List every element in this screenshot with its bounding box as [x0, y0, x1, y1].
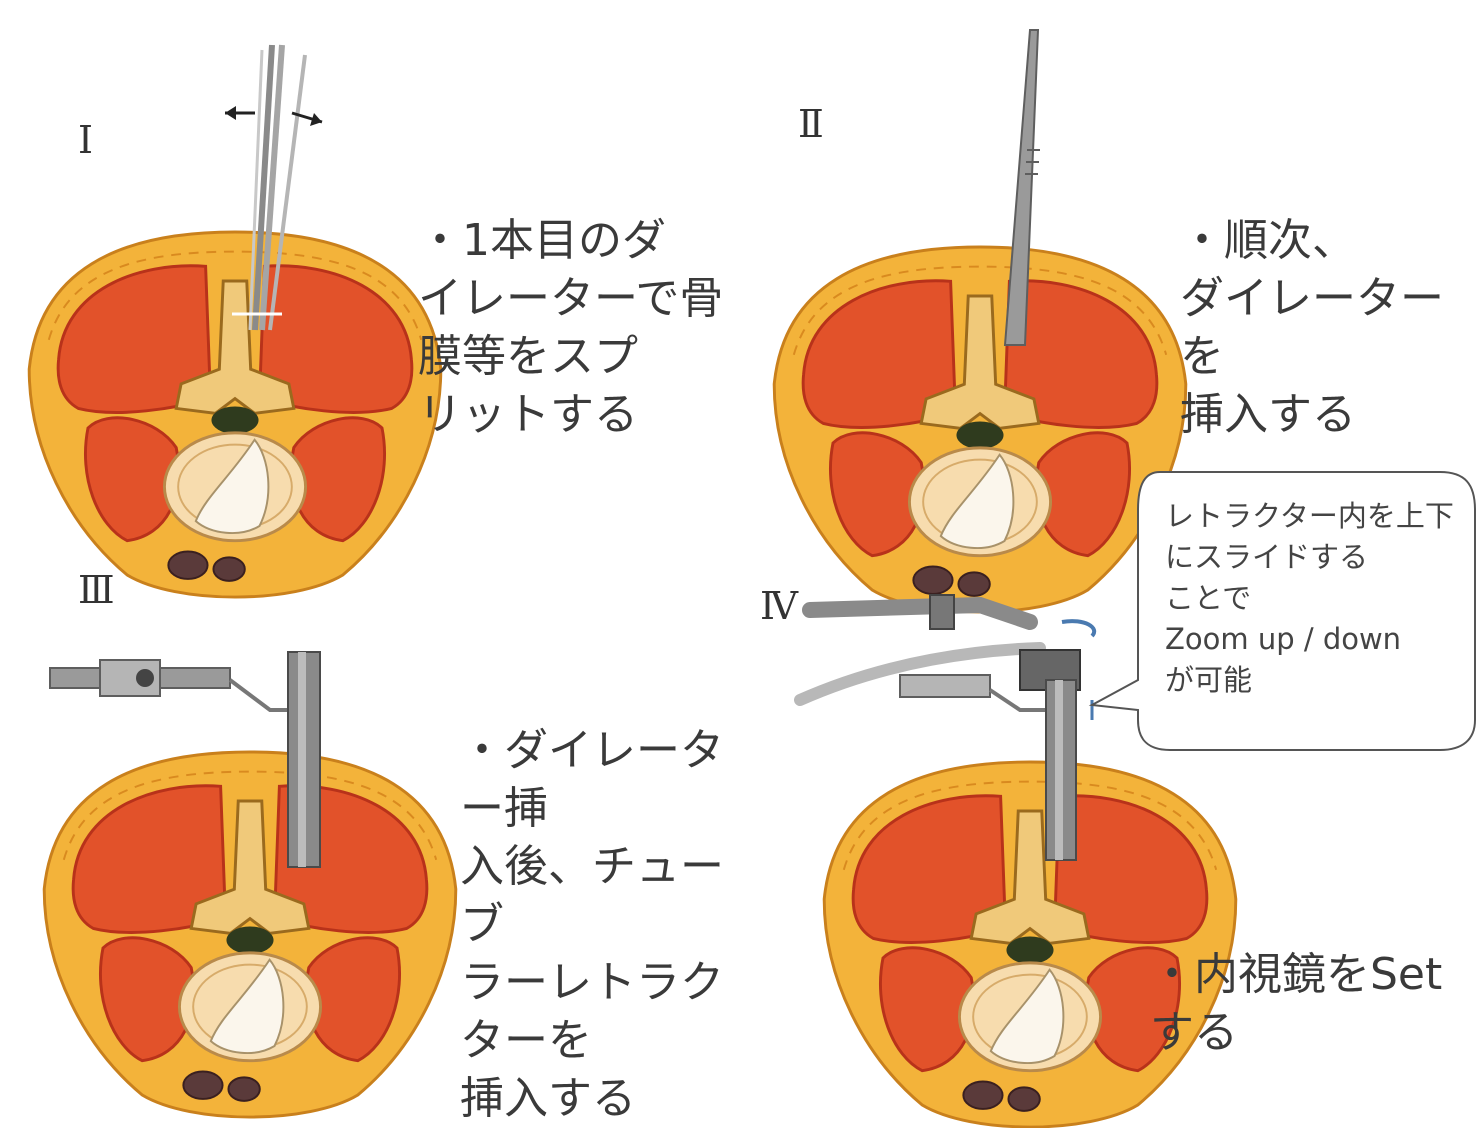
step-caption-3: ・ダイレーター挿 入後、チューブ ラーレトラクターを 挿入する	[460, 722, 740, 1128]
step-caption-2: ・順次、 ダイレーターを 挿入する	[1180, 212, 1482, 444]
zoom-callout-text: レトラクター内を上下 にスライドする ことで Zoom up / down が可…	[1165, 496, 1454, 701]
panel-step-4: Ⅳ レトラクター内を上下 にスライドする ことで Zoom up / down …	[740, 540, 1482, 1082]
step-caption-1: ・1本目のダ イレーターで骨 膜等をスプ リットする	[418, 212, 723, 444]
panel-step-2: Ⅱ ・順次、 ダイレーターを 挿入する	[740, 0, 1482, 540]
panel-step-3: Ⅲ ・ダイレーター挿 入後、チューブ ラーレトラクターを 挿入する	[0, 540, 740, 1082]
step-caption-4: ・内視鏡をSet する	[1150, 946, 1442, 1062]
panel-step-1: I ・1本目のダ イレーターで骨 膜等をスプ リットする	[0, 0, 740, 540]
